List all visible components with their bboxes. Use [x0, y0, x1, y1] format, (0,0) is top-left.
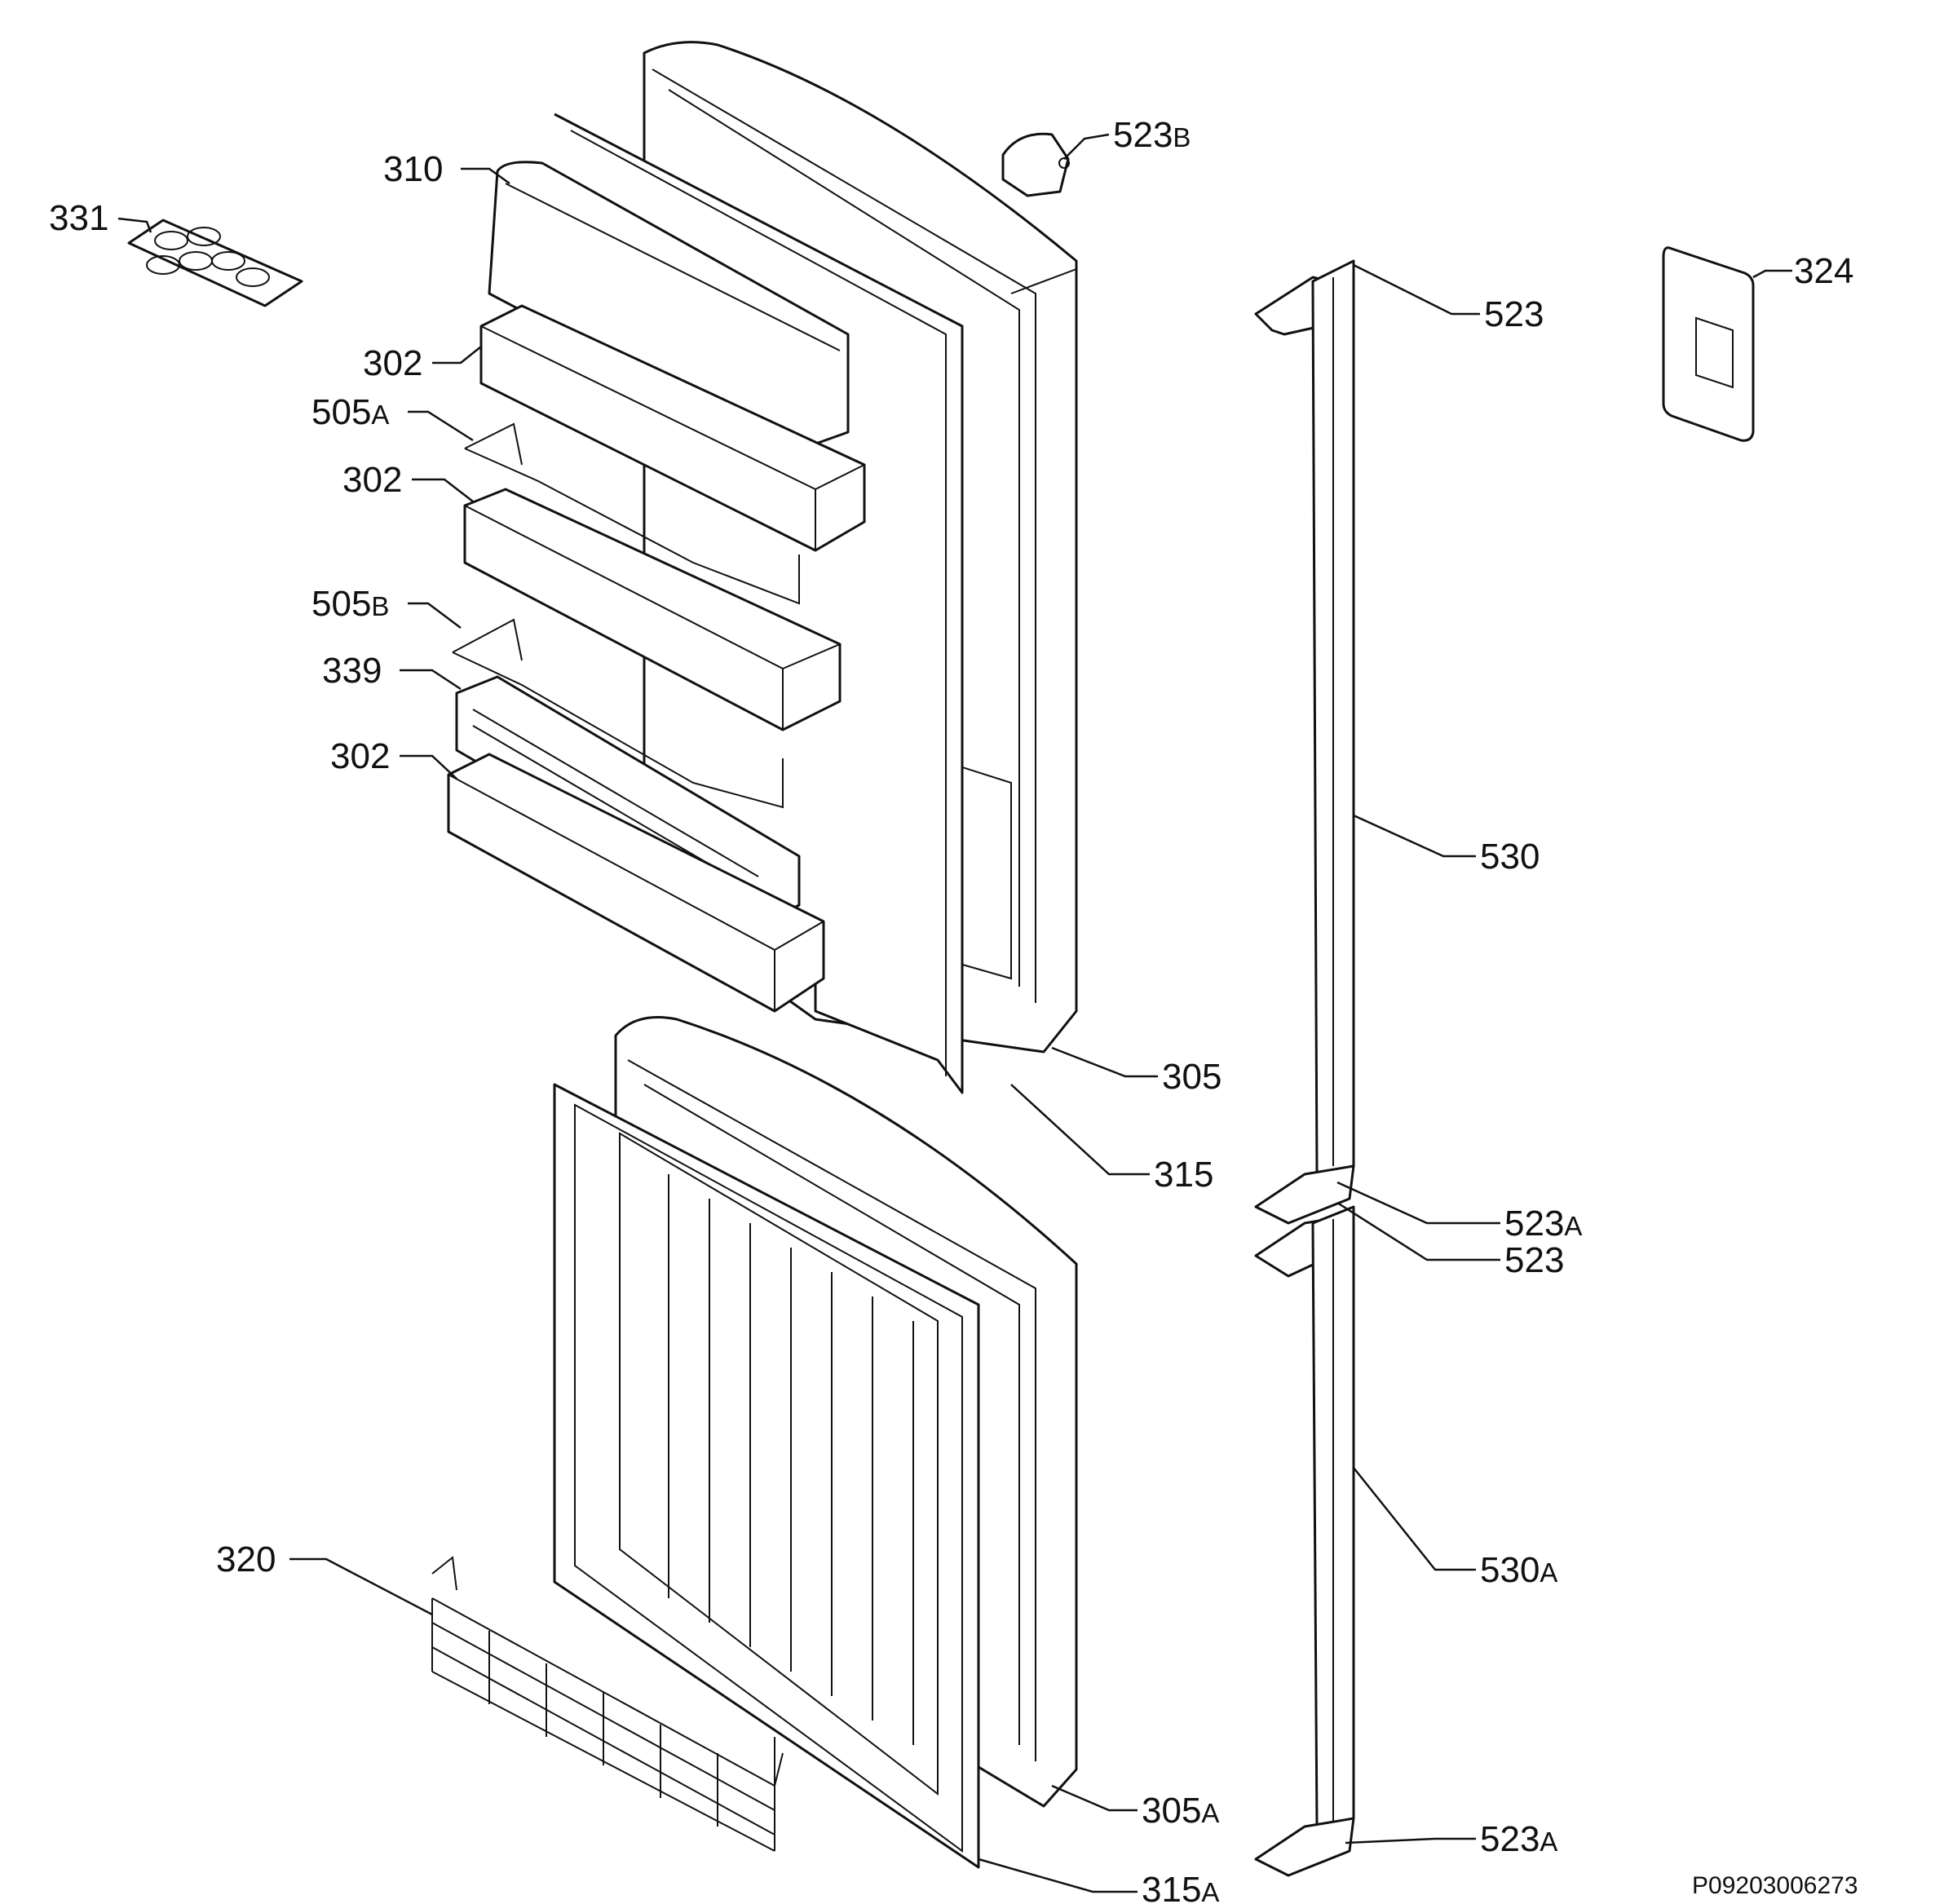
display-plate-324	[1662, 246, 1755, 442]
callout-305a: 305A	[1142, 1791, 1219, 1831]
callout-530: 530	[1480, 837, 1540, 877]
freezer-door-gasket-315a	[553, 1083, 980, 1869]
callout-302-bottom: 302	[330, 736, 390, 776]
door-handle-530a	[1254, 1205, 1355, 1877]
door-shelf-302-bottom	[447, 753, 825, 1013]
callout-523-top: 523	[1484, 294, 1544, 334]
freezer-basket-320	[431, 1556, 784, 1852]
bottle-retainer-505a	[464, 422, 800, 605]
leader-lines	[117, 133, 1792, 1893]
callout-302-top: 302	[363, 343, 422, 383]
door-shelf-302-top	[479, 304, 866, 552]
callout-523-mid: 523	[1504, 1240, 1564, 1280]
callout-331: 331	[49, 198, 108, 238]
document-id: P09203006273	[1692, 1872, 1858, 1899]
callout-320: 320	[216, 1540, 276, 1579]
callout-324: 324	[1794, 251, 1853, 291]
bottle-retainer-505b	[452, 618, 784, 809]
callout-505a: 505A	[311, 392, 389, 432]
callout-339: 339	[322, 651, 382, 691]
callout-labels: 331 310 302 505A 302 505B 339 302 523B 3…	[49, 115, 1853, 1904]
callout-523a-mid: 523A	[1504, 1204, 1582, 1244]
door-handle-530	[1254, 259, 1355, 1225]
dairy-cover-310	[488, 161, 850, 454]
callout-505b: 505B	[311, 584, 389, 624]
egg-tray-331	[127, 219, 303, 307]
callout-523a-bottom: 523A	[1480, 1819, 1557, 1859]
hinge-cap-523b	[1001, 132, 1070, 197]
callout-315a: 315A	[1142, 1870, 1219, 1904]
callout-530a: 530A	[1480, 1550, 1557, 1590]
door-shelf-302-middle	[463, 488, 842, 731]
callout-302-middle: 302	[342, 460, 402, 500]
callout-310: 310	[383, 149, 443, 189]
callout-305: 305	[1162, 1057, 1221, 1097]
callout-523b: 523B	[1113, 115, 1191, 155]
callout-315: 315	[1154, 1155, 1213, 1195]
